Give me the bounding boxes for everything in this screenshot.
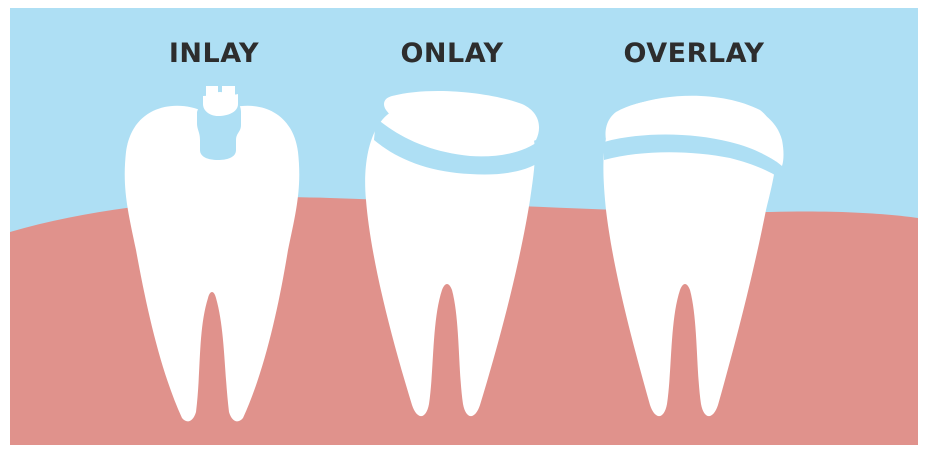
onlay-label: ONLAY <box>352 38 552 69</box>
inlay-piece-top <box>206 86 218 98</box>
inlay-label: INLAY <box>114 38 314 69</box>
overlay-label: OVERLAY <box>594 38 794 69</box>
inlay-piece-top <box>222 86 235 98</box>
